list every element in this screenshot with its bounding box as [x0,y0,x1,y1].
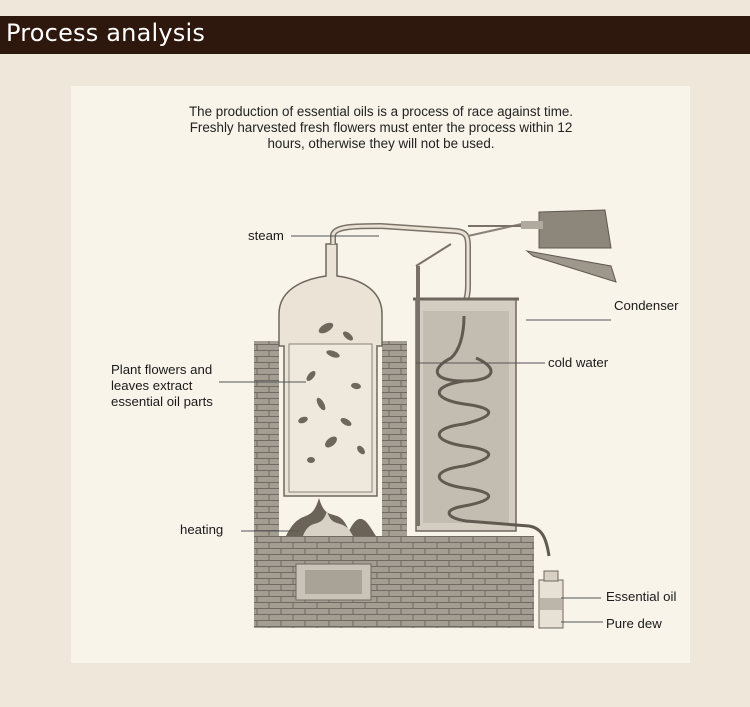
intro-text: The production of essential oils is a pr… [171,104,591,152]
plant-leaves-icon [298,322,365,463]
label-heating: heating [180,522,224,537]
label-plant-line: Plant flowers and [111,362,213,377]
leader-lines [219,235,611,623]
label-pure-dew: Pure dew [606,616,662,631]
label-essential-oil: Essential oil [606,589,677,604]
label-cold-water: cold water [548,355,609,370]
label-plant: Plant flowers and leaves extract essenti… [111,362,213,410]
page-title: Process analysis [6,19,206,47]
intro-line: Freshly harvested fresh flowers must ent… [189,120,573,135]
label-plant-line: leaves extract [111,378,193,393]
distillation-diagram [219,209,617,629]
intro-line: hours, otherwise they will not be used. [267,136,495,151]
label-condenser: Condenser [614,298,679,313]
condenser-tank [413,243,551,557]
receiving-bottle [538,570,564,629]
intro-line: The production of essential oils is a pr… [188,104,574,119]
label-plant-line: essential oil parts [111,394,213,409]
still-vessel [278,243,383,497]
brick-furnace [254,341,534,628]
water-funnel-icon [468,209,617,283]
header-band: Process analysis [0,16,750,54]
fire-icon [286,498,376,536]
label-steam: steam [248,228,284,243]
diagram-panel: The production of essential oils is a pr… [71,86,690,663]
